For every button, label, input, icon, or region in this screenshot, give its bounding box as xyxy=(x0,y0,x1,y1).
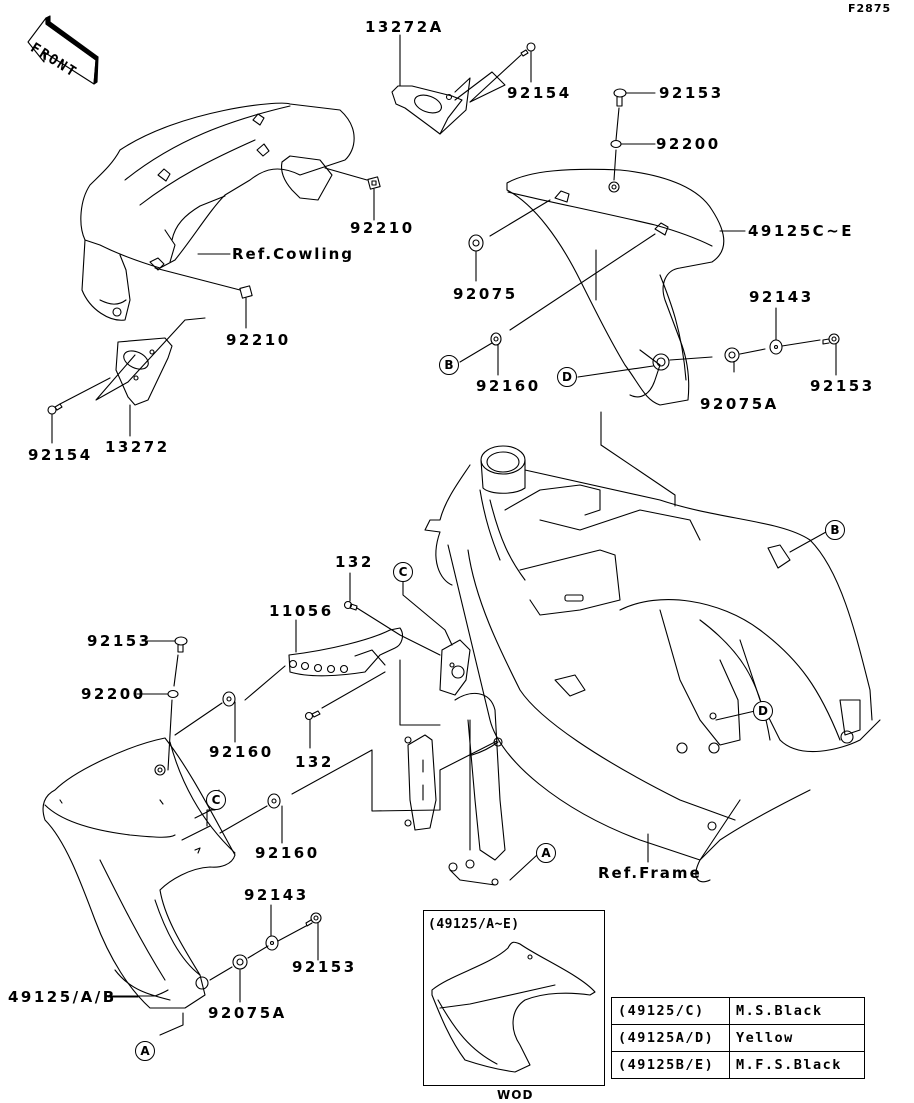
washer-92143-low xyxy=(265,904,307,951)
part-label-92143-low[interactable]: 92143 xyxy=(244,886,309,904)
ref-cowling-label[interactable]: Ref.Cowling xyxy=(232,245,354,263)
grommet-92160-mid xyxy=(174,691,236,743)
callout-b-leader xyxy=(459,342,493,363)
bolt-132-top xyxy=(343,572,441,656)
part-label-92143-top[interactable]: 92143 xyxy=(749,288,814,306)
front-arrow xyxy=(27,15,99,85)
part-label-13272A[interactable]: 13272A xyxy=(365,18,444,36)
part-label-92160-mid[interactable]: 92160 xyxy=(209,743,274,761)
color-name-cell: M.S.Black xyxy=(729,997,865,1025)
part-label-132-mid[interactable]: 132 xyxy=(295,753,334,771)
part-label-92160-low[interactable]: 92160 xyxy=(255,844,320,862)
part-label-13272[interactable]: 13272 xyxy=(105,438,170,456)
inset-box: (49125/A~E) xyxy=(423,910,605,1086)
part-label-92153-right[interactable]: 92153 xyxy=(810,377,875,395)
callout-d-leader-frame xyxy=(715,710,756,721)
color-table: (49125/C) M.S.Black (49125A/D) Yellow (4… xyxy=(611,997,865,1079)
part-label-92200-left[interactable]: 92200 xyxy=(81,685,146,703)
figure-number: F2875 xyxy=(848,2,892,15)
part-label-11056[interactable]: 11056 xyxy=(269,602,334,620)
inset-caption: WOD xyxy=(497,1088,534,1102)
callout-b-frame: B xyxy=(825,520,845,540)
washer-92200-top xyxy=(610,139,656,181)
bracket-11056 xyxy=(244,619,441,726)
outer-cover-49125-A-B xyxy=(42,737,236,1036)
bolt-92154-left xyxy=(47,377,111,444)
color-code-cell: (49125/C) xyxy=(611,997,730,1025)
ref-frame-label[interactable]: Ref.Frame xyxy=(598,864,702,882)
part-label-92153-low[interactable]: 92153 xyxy=(292,958,357,976)
callout-a-frame: A xyxy=(536,843,556,863)
bracket-13272 xyxy=(95,317,206,437)
bolt-132-mid xyxy=(304,671,386,749)
callout-a-leader-cover xyxy=(159,1012,184,1036)
inset-title: (49125/A~E) xyxy=(428,917,520,932)
grommet-92160-low xyxy=(219,740,498,844)
grommet-92075 xyxy=(468,199,551,282)
frame xyxy=(402,444,881,886)
screw-92153-top xyxy=(613,88,656,141)
part-label-92075A-low[interactable]: 92075A xyxy=(208,1004,287,1022)
bolt-92154-top xyxy=(469,42,536,103)
callout-d-leader-top xyxy=(577,365,654,378)
part-label-92075A-top[interactable]: 92075A xyxy=(700,395,779,413)
cowling-upper-panel xyxy=(80,102,355,321)
table-row: (49125/C) M.S.Black xyxy=(611,997,865,1025)
screw-92153-right xyxy=(822,333,840,376)
washer-92200-left xyxy=(136,689,179,771)
color-name-cell: M.F.S.Black xyxy=(729,1051,865,1079)
callout-d: D xyxy=(557,367,577,387)
grommet-92160-top xyxy=(459,233,656,376)
table-row: (49125A/D) Yellow xyxy=(611,1024,865,1052)
callout-a-leader-frame xyxy=(509,854,538,881)
inner-cover-49125C-E xyxy=(506,168,746,446)
part-label-92210-top[interactable]: 92210 xyxy=(350,219,415,237)
part-label-92154-left[interactable]: 92154 xyxy=(28,446,93,464)
callout-c-leader-frame xyxy=(402,574,453,646)
washer-92143-top xyxy=(769,307,821,355)
part-label-92153-left[interactable]: 92153 xyxy=(87,632,152,650)
part-label-49125-A-B[interactable]: 49125/A/B xyxy=(8,988,117,1006)
callout-c-cover: C xyxy=(206,790,226,810)
part-label-49125C-E[interactable]: 49125C~E xyxy=(748,222,855,240)
screw-92153-left xyxy=(141,636,188,687)
part-label-92153-top[interactable]: 92153 xyxy=(659,84,724,102)
callout-d-frame: D xyxy=(753,701,773,721)
callout-a-cover: A xyxy=(135,1041,155,1061)
inset-cover-drawing xyxy=(431,941,596,1073)
grommet-92075A-low xyxy=(209,945,269,1003)
color-name-cell: Yellow xyxy=(729,1024,865,1052)
bracket-13272A xyxy=(391,34,506,135)
part-label-92154-top[interactable]: 92154 xyxy=(507,84,572,102)
grommet-92075A-top xyxy=(669,347,766,373)
callout-c-frame: C xyxy=(393,562,413,582)
part-label-92210-bottom[interactable]: 92210 xyxy=(226,331,291,349)
part-label-92200-top[interactable]: 92200 xyxy=(656,135,721,153)
callout-b: B xyxy=(439,355,459,375)
table-row: (49125B/E) M.F.S.Black xyxy=(611,1051,865,1079)
nut-92210-bottom xyxy=(154,267,253,329)
color-code-cell: (49125B/E) xyxy=(611,1051,730,1079)
screw-92153-low xyxy=(305,912,322,961)
callout-b-leader-frame xyxy=(789,531,827,553)
color-code-cell: (49125A/D) xyxy=(611,1024,730,1052)
part-label-92160-top[interactable]: 92160 xyxy=(476,377,541,395)
nut-92210-top xyxy=(324,167,381,221)
part-label-132-top[interactable]: 132 xyxy=(335,553,374,571)
part-label-92075[interactable]: 92075 xyxy=(453,285,518,303)
